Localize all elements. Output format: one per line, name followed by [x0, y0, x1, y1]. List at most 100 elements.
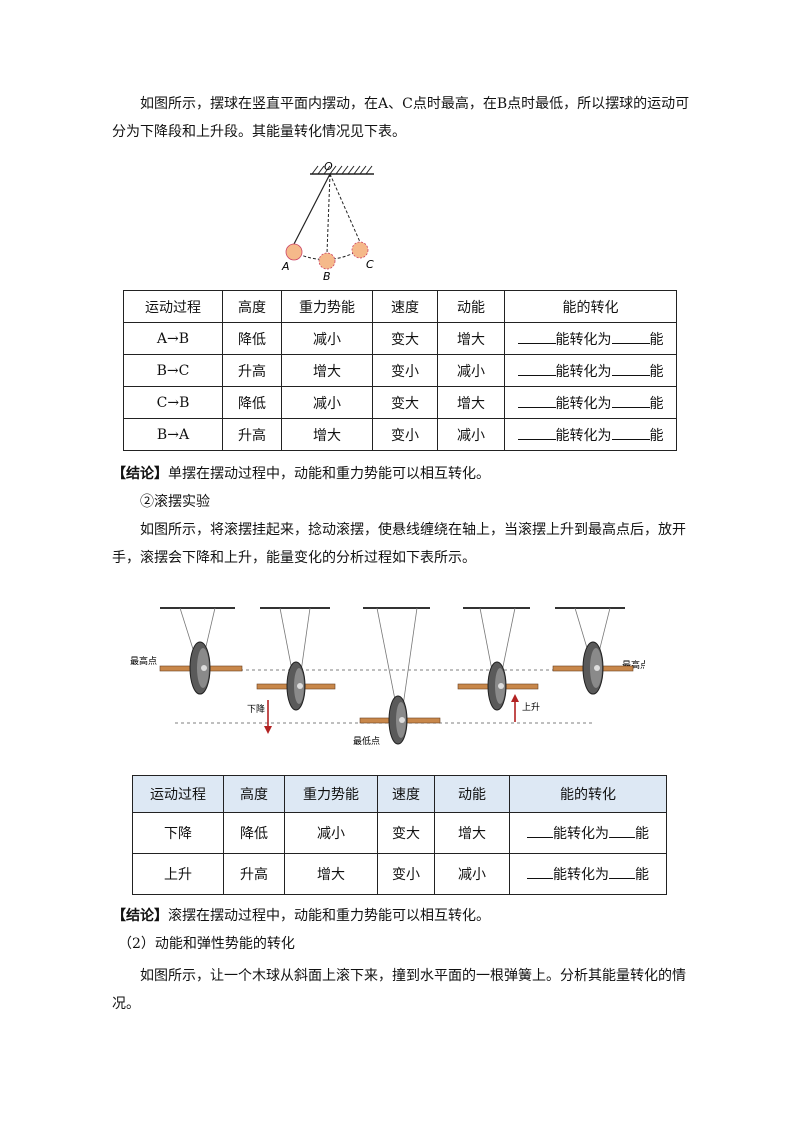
- blank-from[interactable]: [517, 361, 556, 376]
- pendulum-energy-table: 运动过程 高度 重力势能 速度 动能 能的转化 A→B 降低 减小 变大 增大 …: [123, 290, 677, 451]
- cell-speed: 变大: [377, 812, 435, 854]
- cell-speed: 变小: [372, 418, 438, 451]
- cell-height: 降低: [222, 322, 282, 355]
- maxwell-energy-table: 运动过程 高度 重力势能 速度 动能 能的转化 下降 降低 减小 变大 增大 能…: [132, 775, 667, 895]
- header-process: 运动过程: [123, 290, 223, 323]
- wheel-1: [159, 607, 243, 695]
- header-potential: 重力势能: [281, 290, 373, 323]
- header-kinetic: 动能: [437, 290, 505, 323]
- conv-end: 能: [635, 867, 649, 883]
- cell-process: 下降: [132, 812, 224, 854]
- cell-process: 上升: [132, 853, 224, 895]
- blank-from[interactable]: [517, 425, 556, 440]
- blank-from[interactable]: [527, 864, 553, 879]
- pendulum-diagram: O A B C: [281, 160, 374, 282]
- cell-kinetic: 增大: [437, 322, 505, 355]
- cell-height: 升高: [222, 418, 282, 451]
- blank-to[interactable]: [611, 329, 650, 344]
- cell-potential: 增大: [284, 853, 378, 895]
- conv-end: 能: [649, 427, 664, 444]
- cell-kinetic: 增大: [437, 386, 505, 419]
- pendulum-ball-c: [351, 241, 369, 259]
- conclusion-text: 滚摆在摆动过程中，动能和重力势能可以相互转化。: [168, 908, 490, 924]
- intro-paragraph-elastic: 如图所示，让一个木球从斜面上滚下来，撞到水平面的一根弹簧上。分析其能量转化的情况…: [112, 968, 686, 1012]
- cell-height: 升高: [223, 853, 285, 895]
- header-speed: 速度: [372, 290, 438, 323]
- cell-process: B→A: [123, 418, 223, 451]
- cell-process: A→B: [123, 322, 223, 355]
- header-kinetic: 动能: [434, 775, 510, 813]
- conv-mid: 能转化为: [555, 427, 612, 444]
- table-header-row: 运动过程 高度 重力势能 速度 动能 能的转化: [132, 775, 667, 813]
- blank-to[interactable]: [609, 864, 635, 879]
- cell-potential: 减小: [281, 386, 373, 419]
- table-row: C→B 降低 减小 变大 增大 能转化为能: [123, 386, 677, 419]
- cell-conversion[interactable]: 能转化为 能: [504, 354, 677, 387]
- conv-mid: 能转化为: [553, 867, 609, 883]
- pendulum-label-c: C: [366, 258, 374, 271]
- cell-conversion[interactable]: 能转化为 能: [504, 386, 677, 419]
- blank-to[interactable]: [611, 361, 650, 376]
- header-height: 高度: [222, 290, 282, 323]
- pendulum-label-b: B: [323, 270, 331, 282]
- conv-end: 能: [649, 395, 664, 412]
- cell-process: B→C: [123, 354, 223, 387]
- cell-process: C→B: [123, 386, 223, 419]
- up-arrow-icon: [511, 694, 519, 702]
- wheel-5: [552, 607, 634, 695]
- conclusion-tag: 【结论】: [112, 908, 168, 924]
- label-up: 上升: [522, 702, 540, 713]
- conclusion-tag: 【结论】: [112, 466, 168, 482]
- blank-to[interactable]: [611, 393, 650, 408]
- blank-from[interactable]: [527, 823, 553, 838]
- cell-conversion[interactable]: 能转化为 能: [509, 853, 667, 895]
- table-header-row: 运动过程 高度 重力势能 速度 动能 能的转化: [123, 290, 677, 323]
- cell-speed: 变大: [372, 322, 438, 355]
- pendulum-ball-b: [318, 252, 336, 270]
- conv-mid: 能转化为: [555, 363, 612, 380]
- cell-conversion[interactable]: 能转化为 能: [504, 418, 677, 451]
- conv-end: 能: [635, 826, 649, 842]
- intro-paragraph-pendulum: 如图所示，摆球在竖直平面内摆动，在A、C点时最高，在B点时最低，所以摆球的运动可…: [112, 96, 690, 140]
- cell-conversion[interactable]: 能转化为 能: [504, 322, 677, 355]
- label-down: 下降: [247, 703, 265, 715]
- cell-potential: 增大: [281, 354, 373, 387]
- label-bottom: 最低点: [353, 735, 380, 747]
- header-height: 高度: [223, 775, 285, 813]
- conv-end: 能: [649, 363, 664, 380]
- blank-to[interactable]: [611, 425, 650, 440]
- cell-height: 降低: [223, 812, 285, 854]
- conclusion-text: 单摆在摆动过程中，动能和重力势能可以相互转化。: [168, 466, 490, 482]
- cell-kinetic: 减小: [434, 853, 510, 895]
- table-row: B→A 升高 增大 变小 减小 能转化为能: [123, 418, 677, 451]
- blank-to[interactable]: [609, 823, 635, 838]
- table-row: 上升 升高 增大 变小 减小 能转化为能: [132, 853, 667, 895]
- cell-kinetic: 减小: [437, 418, 505, 451]
- pendulum-label-a: A: [281, 260, 290, 273]
- conv-end: 能: [649, 331, 664, 348]
- header-process: 运动过程: [132, 775, 224, 813]
- conv-mid: 能转化为: [555, 395, 612, 412]
- conv-mid: 能转化为: [553, 826, 609, 842]
- header-potential: 重力势能: [284, 775, 378, 813]
- pendulum-label-o: O: [324, 160, 333, 173]
- conv-mid: 能转化为: [555, 331, 612, 348]
- cell-kinetic: 减小: [437, 354, 505, 387]
- table-row: A→B 降低 减小 变大 增大 能转化为 能: [123, 322, 677, 355]
- wheel-4: [457, 607, 539, 711]
- maxwell-wheel-diagram: 最高点 最高点 最低点 下降 上升: [130, 607, 645, 747]
- conclusion-pendulum: 【结论】单摆在摆动过程中，动能和重力势能可以相互转化。: [112, 460, 692, 488]
- down-arrow-icon: [264, 726, 272, 734]
- section-title-elastic: （2）动能和弹性势能的转化: [118, 936, 295, 952]
- cell-conversion[interactable]: 能转化为 能: [509, 812, 667, 854]
- cell-potential: 减小: [284, 812, 378, 854]
- label-top-left: 最高点: [130, 655, 157, 667]
- section-title-maxwell: ②滚摆实验: [140, 494, 210, 510]
- table-row: B→C 升高 增大 变小 减小 能转化为能: [123, 354, 677, 387]
- cell-potential: 减小: [281, 322, 373, 355]
- intro-paragraph-maxwell: 如图所示，将滚摆挂起来，捻动滚摆，使悬线缠绕在轴上，当滚摆上升到最高点后，放开手…: [112, 522, 686, 566]
- header-speed: 速度: [377, 775, 435, 813]
- blank-from[interactable]: [517, 329, 556, 344]
- blank-from[interactable]: [517, 393, 556, 408]
- pendulum-ball-a: [285, 243, 303, 261]
